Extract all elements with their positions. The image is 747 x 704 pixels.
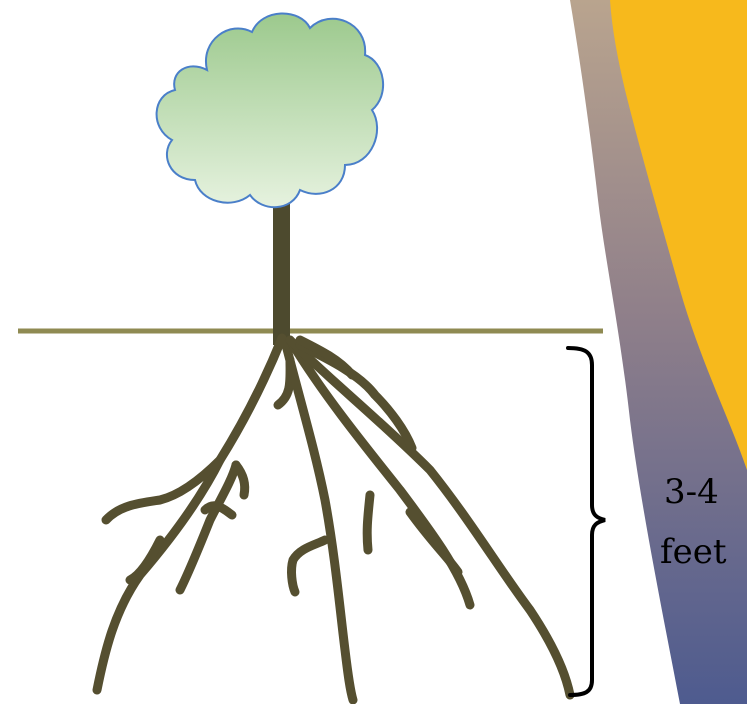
root-right-lower-stub — [410, 512, 458, 572]
root-main-left — [97, 338, 282, 690]
root-left-mid-hook — [236, 465, 245, 495]
root-right-mid-stub — [367, 495, 370, 550]
depth-bracket — [568, 348, 605, 695]
tree-roots — [97, 338, 570, 700]
depth-label-number: 3-4 — [664, 470, 719, 514]
side-decoration-band — [570, 0, 747, 704]
root-center-long — [286, 345, 353, 700]
tree-trunk — [273, 195, 290, 345]
tree-canopy — [157, 13, 384, 207]
root-center-hook — [292, 540, 325, 592]
depth-label-unit: feet — [660, 530, 727, 574]
